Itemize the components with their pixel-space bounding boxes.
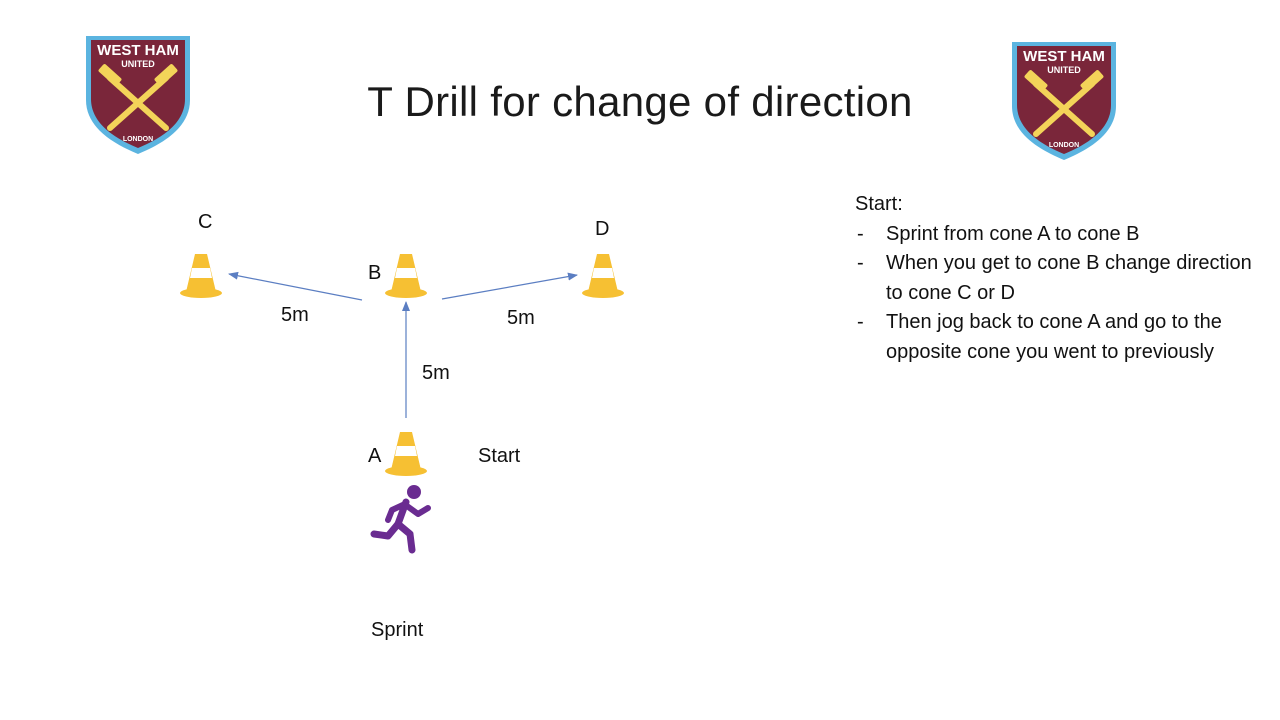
cone-b xyxy=(383,250,429,300)
start-label: Start xyxy=(478,445,521,467)
instructions-heading: Start: xyxy=(855,193,903,215)
cone-a xyxy=(383,428,429,478)
cone-a-label: A xyxy=(368,445,382,467)
club-crest-icon: WEST HAM UNITED LONDON xyxy=(86,36,190,154)
runner xyxy=(370,484,434,556)
cone-c xyxy=(178,250,224,300)
traffic-cone-icon xyxy=(180,254,222,298)
crest-text-top: WEST HAM xyxy=(1023,48,1105,65)
instructions-list: Sprint from cone A to cone B When you ge… xyxy=(855,220,1255,368)
crest-text-mid: UNITED xyxy=(1047,65,1081,75)
traffic-cone-icon xyxy=(385,432,427,476)
cone-d-label: D xyxy=(595,218,610,240)
traffic-cone-icon xyxy=(582,254,624,298)
instruction-item: When you get to cone B change direction … xyxy=(855,249,1255,308)
crest-text-bottom: LONDON xyxy=(1049,142,1079,149)
running-person-icon xyxy=(370,485,431,554)
club-crest-icon: WEST HAM UNITED LONDON xyxy=(1012,42,1116,160)
crest-text-bottom: LONDON xyxy=(123,136,153,143)
traffic-cone-icon xyxy=(385,254,427,298)
club-crest-right: WEST HAM UNITED LONDON xyxy=(1006,36,1122,162)
arrow-b-to-d xyxy=(441,272,578,300)
crest-text-mid: UNITED xyxy=(121,59,155,69)
club-crest-left: WEST HAM UNITED LONDON xyxy=(80,30,196,156)
crest-text-top: WEST HAM xyxy=(97,42,179,59)
sprint-label: Sprint xyxy=(371,619,424,641)
cone-d xyxy=(580,250,626,300)
instructions-panel: Start: Sprint from cone A to cone B When… xyxy=(855,190,1255,367)
cone-c-label: C xyxy=(198,211,213,233)
instruction-item: Then jog back to cone A and go to the op… xyxy=(855,308,1255,367)
cone-b-label: B xyxy=(368,262,382,284)
slide-title: T Drill for change of direction xyxy=(367,78,913,125)
distance-b-to-c: 5m xyxy=(281,304,309,326)
arrow-b-to-c xyxy=(228,271,363,301)
distance-a-to-b: 5m xyxy=(422,362,450,384)
distance-b-to-d: 5m xyxy=(507,307,535,329)
instruction-item: Sprint from cone A to cone B xyxy=(855,220,1255,250)
